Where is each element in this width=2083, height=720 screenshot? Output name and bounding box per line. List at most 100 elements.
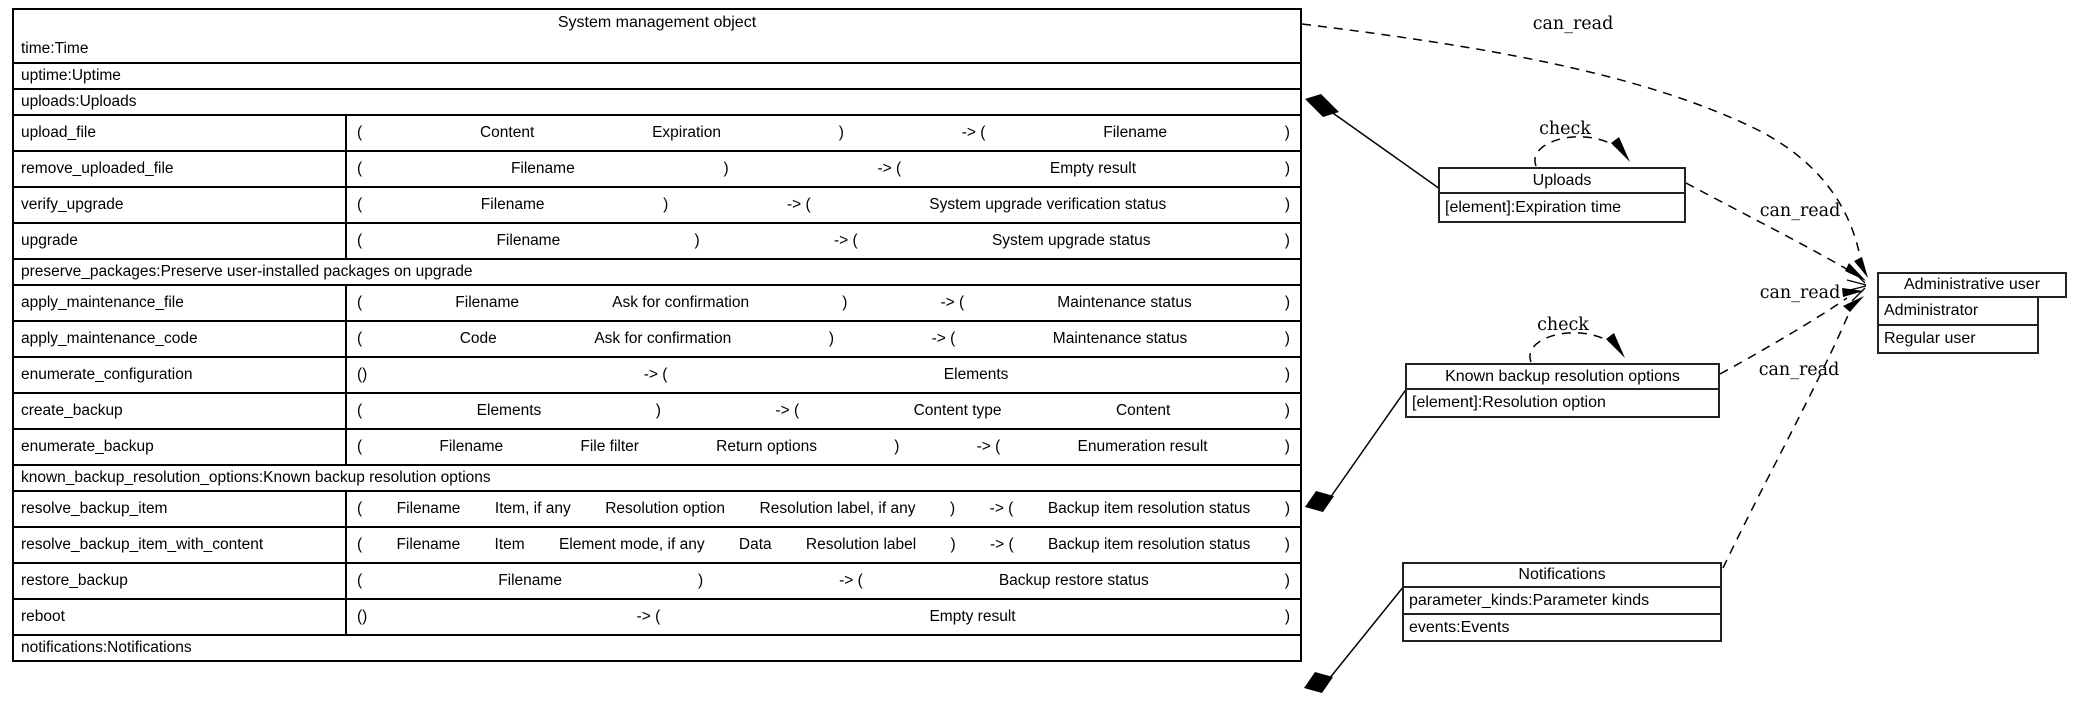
signature-token: Content	[479, 124, 535, 141]
admin-box-row-regular-user: Regular user	[1877, 326, 2039, 354]
attribute-row: uploads:Uploads	[14, 88, 1300, 114]
known-box-row: [element]:Resolution option	[1405, 390, 1720, 418]
method-name: apply_maintenance_file	[14, 286, 347, 320]
signature-token: Backup item resolution status	[1047, 500, 1251, 517]
signature-token: )	[1284, 438, 1290, 455]
edge-label-can-read-uploads: can_read	[1759, 201, 1841, 221]
signature-token: (	[357, 294, 363, 311]
signature-token: )	[1284, 366, 1290, 383]
signature-token: )	[1284, 608, 1290, 625]
method-name: enumerate_backup	[14, 430, 347, 464]
signature-token: )	[1284, 124, 1290, 141]
arrowhead-notifications-admin	[1843, 296, 1864, 312]
signature-token: )	[723, 160, 729, 177]
signature-token: System upgrade verification status	[929, 196, 1167, 213]
notifications-box-row-events: events:Events	[1402, 615, 1722, 642]
notifications-box-title: Notifications	[1402, 562, 1722, 588]
signature-token: Empty result	[929, 608, 1016, 625]
signature-token: )	[950, 536, 956, 553]
signature-token: )	[655, 402, 661, 419]
signature-token: )	[697, 572, 704, 589]
signature-token: Content	[1115, 402, 1171, 419]
signature-token: (	[357, 402, 363, 419]
signature-token: Backup item resolution status	[1047, 536, 1251, 553]
signature-token: Return options	[716, 438, 817, 455]
method-name: restore_backup	[14, 564, 347, 598]
notifications-box: Notifications parameter_kinds:Parameter …	[1402, 562, 1722, 642]
method-name: verify_upgrade	[14, 188, 347, 222]
signature-token: -> (	[833, 232, 858, 249]
edge-label-check-uploads: check	[1539, 119, 1591, 139]
signature-token: -> (	[931, 330, 956, 347]
signature-token: )	[894, 438, 900, 455]
attribute-row: known_backup_resolution_options:Known ba…	[14, 464, 1300, 490]
method-row: apply_maintenance_file ( Filename Ask for c…	[14, 284, 1300, 320]
method-name: enumerate_configuration	[14, 358, 347, 392]
signature-token: )	[1284, 160, 1290, 177]
signature-token: Empty result	[1049, 160, 1137, 177]
admin-box-row-administrator: Administrator	[1877, 298, 2039, 326]
signature-token: )	[1284, 232, 1290, 249]
diamond-uploads	[1305, 94, 1339, 117]
signature-token: ()	[357, 366, 368, 383]
signature-token: Filename	[439, 438, 504, 455]
signature-token: )	[1284, 294, 1290, 311]
signature-token: Filename	[480, 196, 545, 213]
method-name: resolve_backup_item	[14, 492, 347, 526]
signature-token: File filter	[580, 438, 639, 455]
arrowhead-table-admin	[1854, 257, 1868, 278]
uploads-box-row: [element]:Expiration time	[1438, 194, 1686, 223]
signature-token: Resolution option	[605, 500, 726, 517]
edge-can-read-known-admin	[1719, 297, 1848, 375]
signature-token: Filename	[396, 500, 461, 517]
signature-token: -> (	[961, 124, 986, 141]
signature-token: )	[828, 330, 835, 347]
signature-token: Resolution label	[805, 536, 917, 553]
method-name: upgrade	[14, 224, 347, 258]
attribute-row: notifications:Notifications	[14, 634, 1300, 660]
edge-label-can-read-known: can_read	[1759, 283, 1841, 303]
method-row: resolve_backup_item_with_content(Filenam…	[14, 526, 1300, 562]
edge-uploads-composition	[1329, 110, 1441, 190]
signature-token: Item	[494, 536, 525, 553]
signature-token: ()	[357, 608, 368, 625]
signature-token: -> (	[989, 500, 1014, 517]
attribute-row: time:Time	[14, 36, 1300, 62]
signature-token: Expiration	[652, 124, 721, 141]
signature-token: Filename	[496, 232, 561, 249]
known-box-title: Known backup resolution options	[1405, 363, 1720, 390]
method-row: enumerate_configuration()-> (Elements)	[14, 356, 1300, 392]
signature-token: Elements	[943, 366, 1009, 383]
edge-label-can-read-notifications: can_read	[1758, 360, 1840, 380]
signature-token: Ask for confirmation	[612, 294, 750, 311]
signature-token: Filename	[510, 160, 575, 177]
signature-token: -> (	[989, 536, 1014, 553]
method-name: resolve_backup_item_with_content	[14, 528, 347, 562]
signature-token: -> (	[839, 572, 863, 589]
signature-token: (	[357, 160, 363, 177]
edge-label-check-known: check	[1537, 315, 1589, 335]
signature-token: )	[949, 500, 956, 517]
method-row: verify_upgrade(Filename)-> (System upgra…	[14, 186, 1300, 222]
notifications-box-row-parameter-kinds: parameter_kinds:Parameter kinds	[1402, 588, 1722, 615]
method-row: upgrade(Filename)-> (System upgrade stat…	[14, 222, 1300, 258]
signature-token: Resolution label, if any	[759, 500, 916, 517]
signature-token: -> (	[877, 160, 902, 177]
signature-token: Filename	[455, 294, 520, 311]
method-signature: ( Filename) -> ( Empty result)	[347, 152, 1300, 186]
signature-token: -> (	[976, 438, 1001, 455]
signature-token: -> (	[775, 402, 800, 419]
edge-can-read-table-admin	[1301, 23, 1863, 269]
class-title: System management object	[14, 10, 1300, 36]
edge-known-composition	[1329, 387, 1408, 499]
diamond-known	[1305, 491, 1334, 512]
